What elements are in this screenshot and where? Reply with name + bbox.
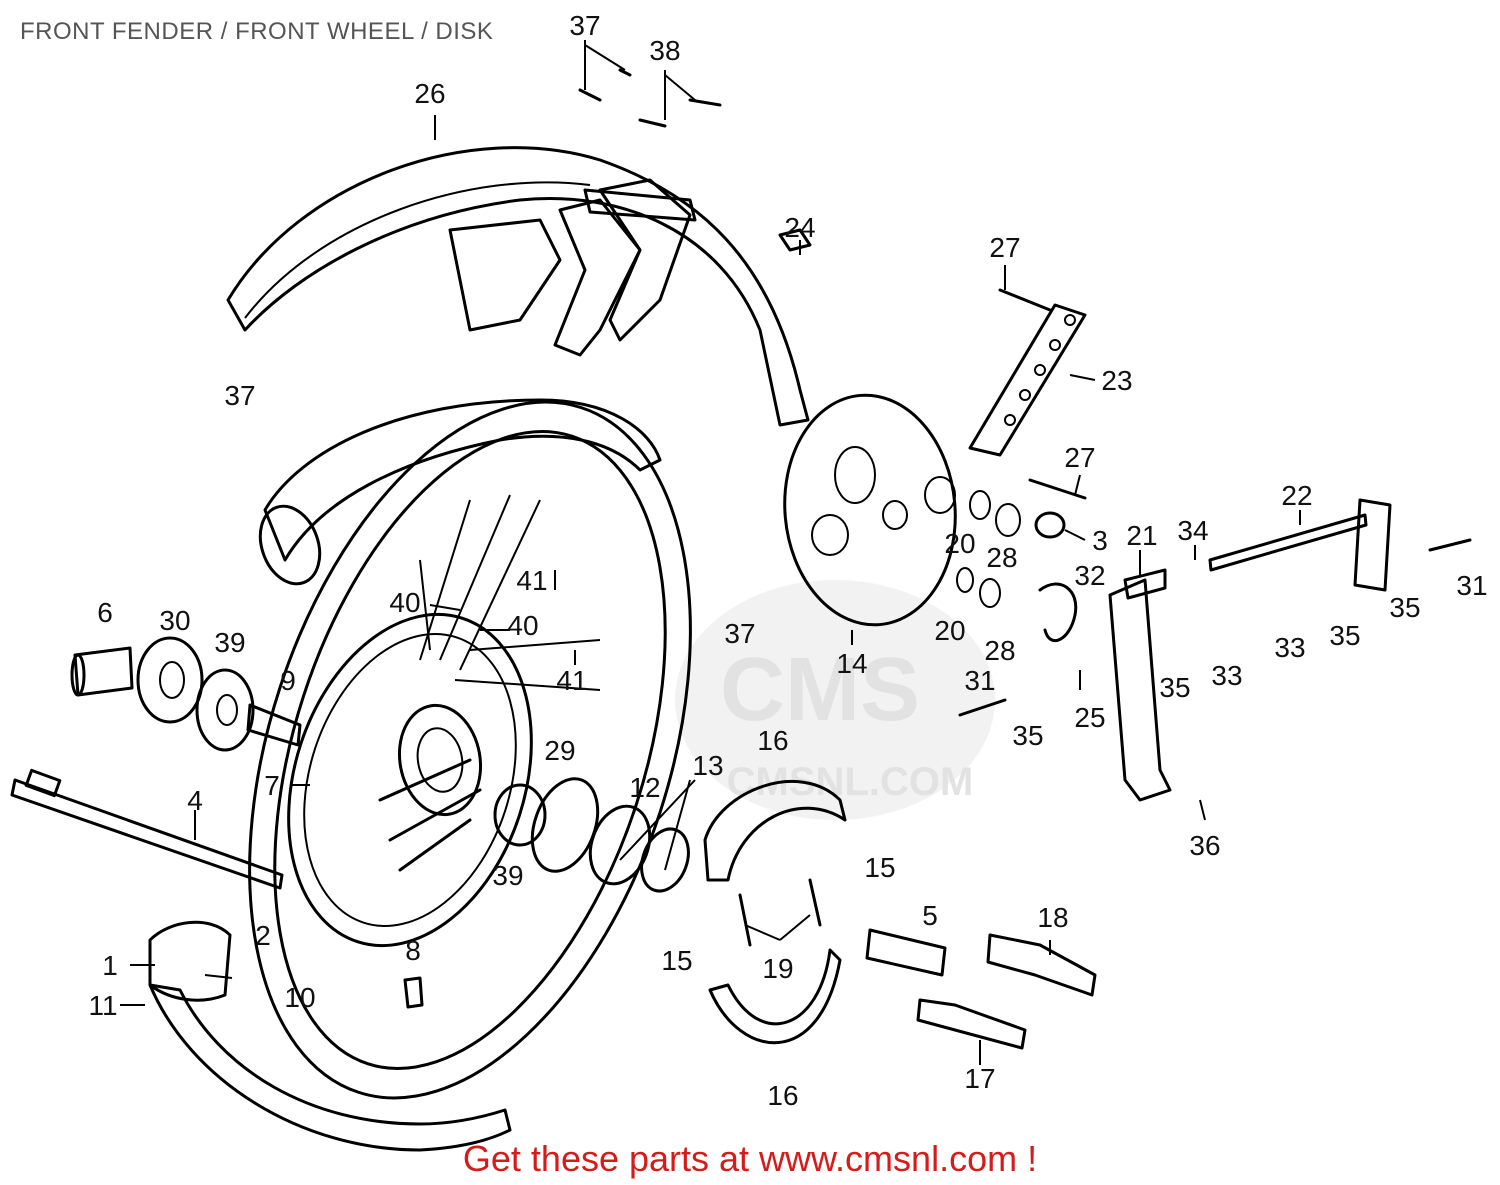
callout-32: 32: [1074, 560, 1105, 591]
front-fender-rear: [148, 920, 512, 1152]
callout-15b: 15: [661, 945, 692, 976]
callout-31a: 31: [964, 665, 995, 696]
callout-35c: 35: [1159, 672, 1190, 703]
callout-19: 19: [762, 953, 793, 984]
callout-9: 9: [280, 665, 296, 696]
brake-cam-parts: [865, 928, 1097, 1050]
callout-28a: 28: [986, 542, 1017, 573]
callout-2: 2: [255, 920, 271, 951]
callout-37c: 37: [724, 618, 755, 649]
callout-1: 1: [102, 950, 118, 981]
callout-10: 10: [284, 982, 315, 1013]
callout-18: 18: [1037, 902, 1068, 933]
callout-40b: 40: [507, 610, 538, 641]
callout-35d: 35: [1012, 720, 1043, 751]
callout-31b: 31: [1456, 570, 1487, 601]
callout-6: 6: [97, 597, 113, 628]
callout-8: 8: [405, 935, 421, 966]
brake-shoes: [703, 780, 847, 1045]
callouts: 1 2 3 4 5 6 7 8 9 10 11 12 13 14 15 15 1…: [88, 10, 1487, 1111]
callout-4: 4: [187, 785, 203, 816]
callout-24: 24: [784, 212, 815, 243]
callout-7: 7: [264, 770, 280, 801]
callout-40a: 40: [389, 587, 420, 618]
callout-35a: 35: [1329, 620, 1360, 651]
callout-34: 34: [1177, 515, 1208, 546]
brake-linkage: [968, 303, 1392, 802]
callout-12: 12: [629, 772, 660, 803]
watermark: CMS CMSNL.COM: [675, 580, 995, 820]
callout-41b: 41: [556, 665, 587, 696]
callout-16a: 16: [757, 725, 788, 756]
callout-29: 29: [544, 735, 575, 766]
callout-28b: 28: [984, 635, 1015, 666]
leader-lines: [120, 40, 1301, 1065]
callout-16b: 16: [767, 1080, 798, 1111]
callout-23: 23: [1101, 365, 1132, 396]
callout-25: 25: [1074, 702, 1105, 733]
callout-39a: 39: [214, 627, 245, 658]
watermark-logo: CMS: [720, 640, 920, 740]
callout-33b: 33: [1211, 660, 1242, 691]
callout-5: 5: [922, 900, 938, 931]
callout-41a: 41: [516, 565, 547, 596]
callout-35b: 35: [1389, 592, 1420, 623]
brake-panel: [783, 393, 957, 627]
hardware: [403, 68, 1472, 1009]
callout-26: 26: [414, 78, 445, 109]
callout-17: 17: [964, 1063, 995, 1094]
callout-33a: 33: [1274, 632, 1305, 663]
callout-27b: 27: [1064, 442, 1095, 473]
footer-link-text[interactable]: Get these parts at www.cmsnl.com !: [462, 1138, 1038, 1179]
callout-37a: 37: [569, 10, 600, 41]
callout-38: 38: [649, 35, 680, 66]
bearings-group: [70, 636, 547, 847]
callout-11: 11: [88, 990, 117, 1021]
callout-3: 3: [1092, 525, 1108, 556]
front-axle: [10, 768, 284, 890]
callout-20a: 20: [944, 528, 975, 559]
front-fender: [226, 146, 810, 427]
callout-14: 14: [836, 648, 867, 679]
callout-20b: 20: [934, 615, 965, 646]
front-wheel: [248, 398, 692, 1100]
diagram-title: FRONT FENDER / FRONT WHEEL / DISK: [20, 18, 494, 45]
callout-37b: 37: [224, 380, 255, 411]
callout-13: 13: [692, 750, 723, 781]
watermark-url: CMSNL.COM: [727, 760, 974, 804]
callout-15a: 15: [864, 852, 895, 883]
callout-27a: 27: [989, 232, 1020, 263]
callout-39b: 39: [492, 860, 523, 891]
callout-30: 30: [159, 605, 190, 636]
callout-22: 22: [1281, 480, 1312, 511]
callout-36: 36: [1189, 830, 1220, 861]
callout-21: 21: [1126, 520, 1157, 551]
